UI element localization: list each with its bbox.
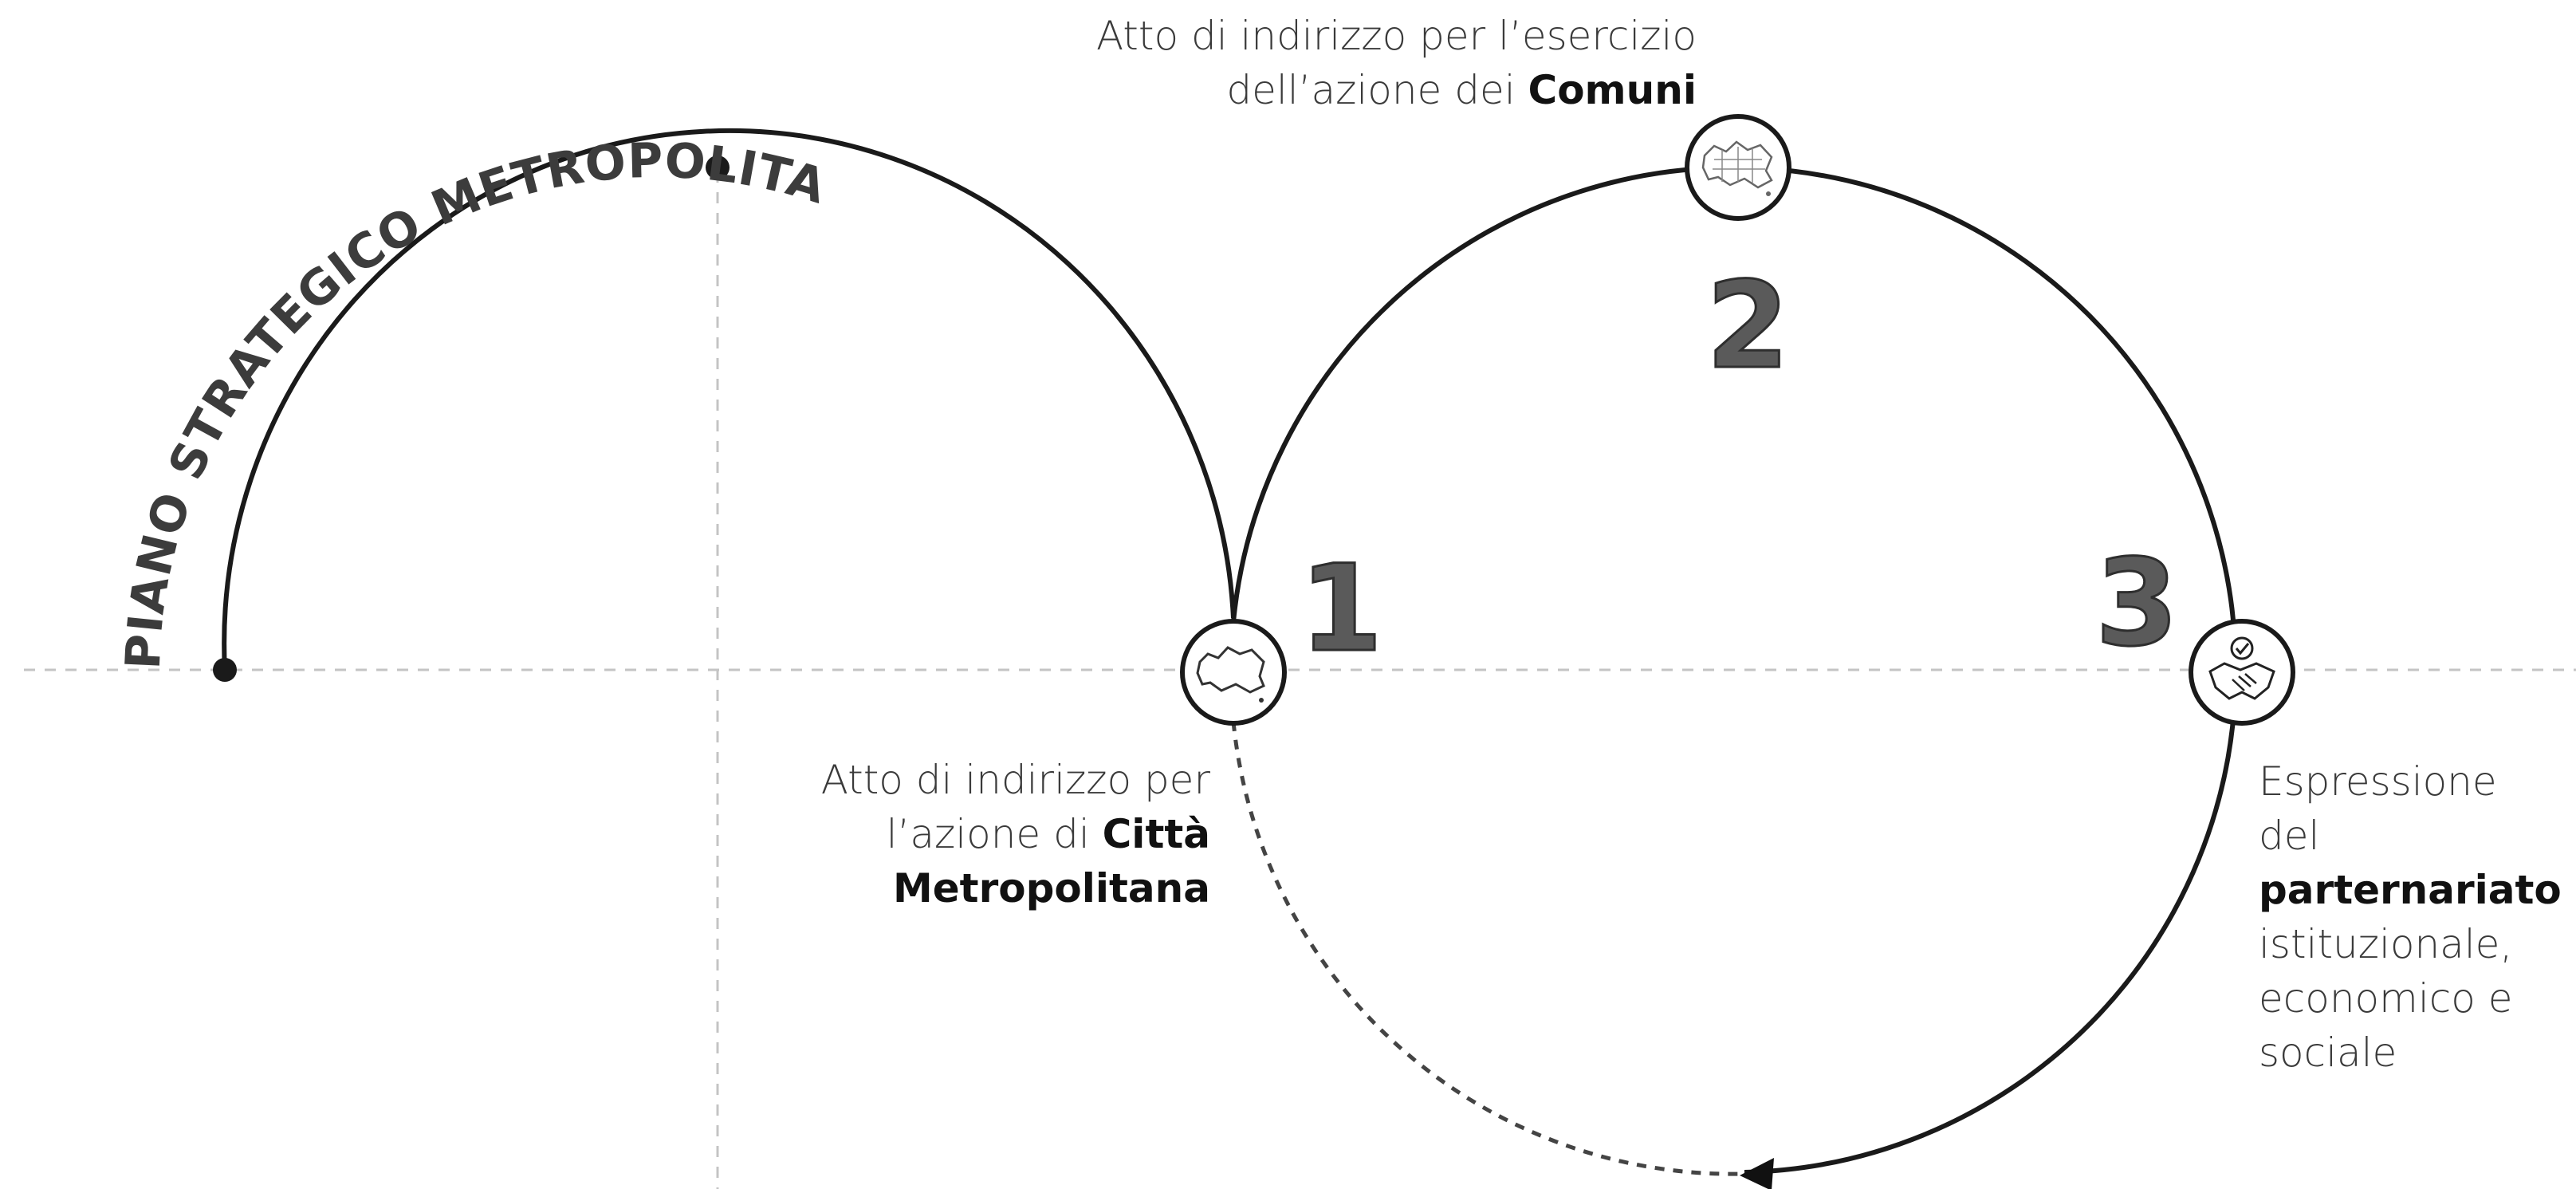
step-number-3: 3 <box>2095 534 2178 673</box>
caption-line-4: istituzionale, <box>2259 921 2512 967</box>
step-number-2: 2 <box>1706 257 1789 396</box>
caption-line-2-bold: Città <box>1103 811 1210 857</box>
diagram-title: PIANO STRATEGICO METROPOLITANO <box>0 0 832 671</box>
municipalities-map-icon <box>1701 140 1773 196</box>
caption-line-1: Atto di indirizzo per <box>821 757 1211 803</box>
step-node-3 <box>2189 619 2295 726</box>
step-number-1: 1 <box>1300 540 1382 679</box>
cycle-arrowhead <box>1740 1158 1774 1189</box>
caption-line-3-bold: parternariato <box>2259 867 2562 913</box>
cycle-arc-dashed <box>1231 721 1745 1176</box>
step-node-1 <box>1180 619 1287 726</box>
caption-line-2: l’azione di <box>887 811 1103 857</box>
arc-top-dot <box>706 156 730 179</box>
arc-start-dot <box>213 658 237 682</box>
strategic-plan-arc <box>222 128 1236 671</box>
caption-line-2-bold: Comuni <box>1528 67 1697 113</box>
caption-line-1: Atto di indirizzo per l’esercizio <box>1096 13 1697 59</box>
caption-line-2: dell’azione dei <box>1226 67 1528 113</box>
caption-line-1: Espressione <box>2259 758 2497 805</box>
caption-line-3-bold: Metropolitana <box>893 865 1210 911</box>
step-caption-2: Atto di indirizzo per l’esercizio dell’az… <box>1096 13 1697 113</box>
handshake-icon <box>2208 636 2275 700</box>
metro-area-map-icon <box>1196 646 1265 703</box>
caption-line-6: sociale <box>2259 1030 2397 1076</box>
step-node-2 <box>1685 114 1791 221</box>
caption-line-2: del <box>2259 813 2319 859</box>
step-caption-3: Espressione del parternariato istituzionale… <box>2259 758 2562 1076</box>
cycle-arc-solid <box>1231 165 2239 1175</box>
caption-line-5: economico e <box>2259 975 2512 1022</box>
